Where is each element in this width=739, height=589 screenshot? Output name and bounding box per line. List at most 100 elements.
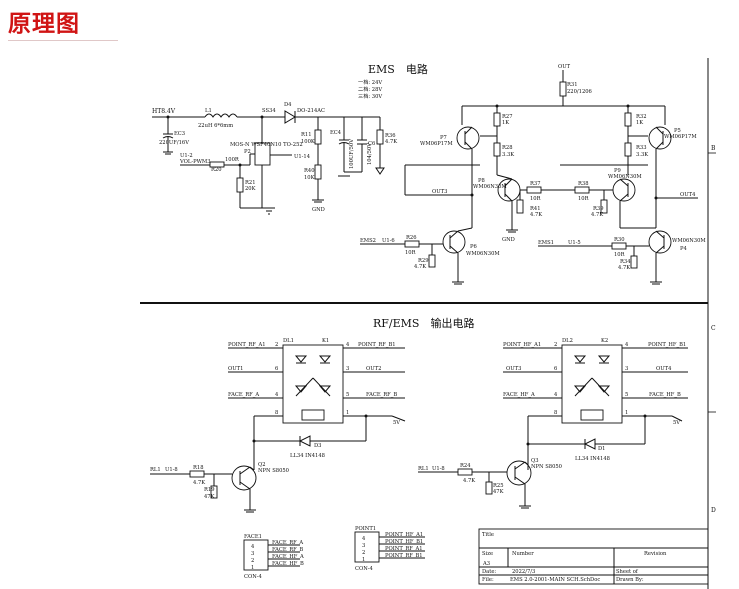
tb-date-value: 2022/7/3 xyxy=(512,569,535,575)
r38-value: 10R xyxy=(578,196,590,202)
ec4-ref: EC4 xyxy=(330,130,342,136)
q2-ref: Q2 xyxy=(258,462,266,468)
r28-ref: R28 xyxy=(502,145,513,151)
r29-value: 4.7K xyxy=(414,264,426,270)
k1-pin-l4: 8 xyxy=(275,410,278,416)
point1-pin-1: 4 xyxy=(362,536,366,542)
dl2-ref: DL2 xyxy=(562,338,573,344)
point1-label-2: POINT_HF_B1 xyxy=(385,539,423,545)
title-block: Title Size A3 Number Revision Date: 2022… xyxy=(478,528,709,585)
q2-rl-net: U1-8 xyxy=(165,467,178,473)
k1-point-b: POINT_RF_B1 xyxy=(358,342,396,348)
k2-ref: K2 xyxy=(601,338,608,344)
r32-value: 1K xyxy=(636,120,643,126)
k1-pin-l1: 2 xyxy=(275,342,278,348)
k1-pin-r3: 5 xyxy=(346,392,349,398)
rf-section-title: RF/EMS 输出电路 xyxy=(373,316,474,330)
u1-14-net: U1-14 xyxy=(294,154,311,160)
r30-ref: R30 xyxy=(614,237,625,243)
q3-ref: Q3 xyxy=(531,458,539,464)
p2-ref: P2 xyxy=(244,149,251,155)
title-underline xyxy=(8,40,118,41)
l1-value: 22uH 6*6mm xyxy=(198,123,233,129)
k1-ref: K1 xyxy=(322,338,329,344)
q2-rl: RL1 xyxy=(150,467,161,473)
r38-ref: R38 xyxy=(578,181,589,187)
k2-pin-r2: 3 xyxy=(625,366,628,372)
note-line-2: 二档: 28V xyxy=(358,85,382,93)
p5-value: WM06P17M xyxy=(664,134,697,140)
ec4-value: 100UF/50V xyxy=(349,139,355,169)
tb-title: Title xyxy=(482,532,494,538)
r21-ref: R21 xyxy=(245,180,256,186)
supply-label: HT8.4V xyxy=(152,108,176,115)
border-mark-b: B xyxy=(711,145,716,152)
point1-label-4: POINT_RF_B1 xyxy=(385,553,423,559)
point1-label-3: POINT_RF_A1 xyxy=(385,546,423,552)
point1-pin-2: 3 xyxy=(362,543,365,549)
p7-ref: P7 xyxy=(440,135,447,141)
r40-ref: R40 xyxy=(304,168,315,174)
p9-ref: P9 xyxy=(614,168,621,174)
r24-ref: R24 xyxy=(460,463,471,469)
voltage-notes: 一档: 24V 二档: 28V 三档: 30V xyxy=(358,78,382,100)
p4-value: WM06N30M xyxy=(672,238,706,244)
p6-left-ref: P6 xyxy=(470,244,477,250)
r11-ref: R11 xyxy=(301,132,312,138)
boost-converter: HT8.4V EC3 220UF/16V L1 22uH 6*6mm D4 DO… xyxy=(152,102,397,215)
face1-pin-3: 2 xyxy=(251,558,254,564)
note-line-3: 三档: 30V xyxy=(358,92,382,100)
p8-ref: P8 xyxy=(478,178,485,184)
r26-ref: R26 xyxy=(406,235,417,241)
dl1-ref: DL1 xyxy=(283,338,294,344)
page-title: 原理图 xyxy=(8,11,80,37)
r18-ref: R18 xyxy=(193,465,204,471)
d3-value: LL34 IN4148 xyxy=(290,453,325,459)
q2-value: NPN S8050 xyxy=(258,468,289,474)
tb-file-value: EMS 2.0-2001-MAIN SCH.SchDoc xyxy=(510,577,600,583)
r37-value: 10R xyxy=(530,196,542,202)
r25-value: 47K xyxy=(493,489,504,495)
face1-label-1: FACE_RF_A xyxy=(272,540,303,546)
ec3-value: 220UF/16V xyxy=(159,140,189,146)
r39-ref: R39 xyxy=(593,206,604,212)
face1-pin-2: 3 xyxy=(251,551,254,557)
ems1-name: EMS1 xyxy=(538,240,554,246)
point1-pin-4: 1 xyxy=(362,557,365,563)
vol-pwm-net: U1-2 xyxy=(180,153,193,159)
k2-out-left: OUT3 xyxy=(506,366,521,372)
sheet-border: B C D xyxy=(707,58,716,589)
k2-pin-l1: 2 xyxy=(554,342,557,348)
tb-size: Size xyxy=(482,551,493,557)
k1-5v: 5V xyxy=(393,420,400,426)
k2-pin-r4: 1 xyxy=(625,410,628,416)
tb-revision: Revision xyxy=(644,551,667,557)
k1-pin-l2: 6 xyxy=(275,366,278,372)
r41-value: 4.7K xyxy=(530,212,542,218)
k2-face-b: FACE_HF_B xyxy=(649,392,681,398)
r31-ref: R31 xyxy=(567,82,578,88)
r36-value: 4.7K xyxy=(385,139,397,145)
tb-drawn: Drawn By: xyxy=(616,577,644,583)
k2-out-right: OUT4 xyxy=(656,366,672,372)
r20-ref: R20 xyxy=(211,167,222,173)
r33-value: 3.3K xyxy=(636,152,648,158)
p6-left-value: WM06N30M xyxy=(466,251,500,257)
k1-face-b: FACE_RF_B xyxy=(366,392,397,398)
k2-pin-l3: 4 xyxy=(554,392,558,398)
vol-pwm-name: VOL-PWM3 xyxy=(179,159,211,165)
d1-ref: D1 xyxy=(598,446,605,452)
r39-value: 4.7K xyxy=(591,212,603,218)
face1-pin-4: 1 xyxy=(251,565,254,571)
r24-value: 4.7K xyxy=(463,478,475,484)
r20-value: 100R xyxy=(225,157,240,163)
border-mark-c: C xyxy=(711,325,716,332)
p7-value: WM06P17M xyxy=(420,141,453,147)
note-line-1: 一档: 24V xyxy=(358,78,382,86)
k1-point-a: POINT_RF_A1 xyxy=(228,342,266,348)
r29-ref: R29 xyxy=(418,258,429,264)
connector-face1: FACE1 4 3 2 1 FACE_RF_A FACE_RF_B FACE_H… xyxy=(243,534,304,580)
p9-value: WM06N30M xyxy=(608,174,642,180)
out3-label: OUT3 xyxy=(432,189,447,195)
gnd-label-1: GND xyxy=(312,207,325,213)
